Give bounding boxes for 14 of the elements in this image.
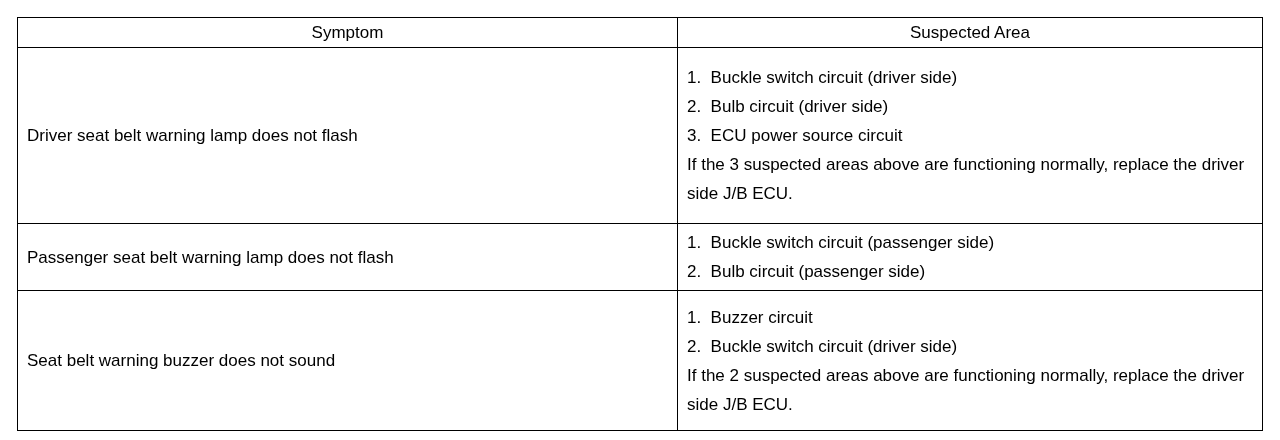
note-text: If the 2 suspected areas above are functioning normally, replace the driver side J/B ECU.: [687, 364, 1246, 416]
column-header: Suspected Area: [909, 22, 1031, 44]
list-item: 2. Bulb circuit (driver side): [687, 96, 890, 118]
symptom-text: Passenger seat belt warning lamp does not flash: [27, 246, 395, 269]
list-item: 2. Bulb circuit (passenger side): [687, 261, 927, 283]
list-item: 1. Buzzer circuit: [687, 306, 814, 329]
list-item: 1. Buckle switch circuit (driver side): [687, 67, 959, 89]
list-item: 2. Buckle switch circuit (driver side): [687, 335, 959, 358]
list-item: 3. ECU power source circuit: [687, 125, 904, 147]
symptom-text: Seat belt warning buzzer does not sound: [27, 350, 337, 372]
list-item: 1. Buckle switch circuit (passenger side): [687, 232, 996, 254]
column-header: Symptom: [310, 22, 385, 44]
symptom-text: Driver seat belt warning lamp does not flash: [27, 125, 359, 147]
note-text: If the 3 suspected areas above are functioning normally, replace the driver side J/B ECU.: [687, 154, 1246, 205]
